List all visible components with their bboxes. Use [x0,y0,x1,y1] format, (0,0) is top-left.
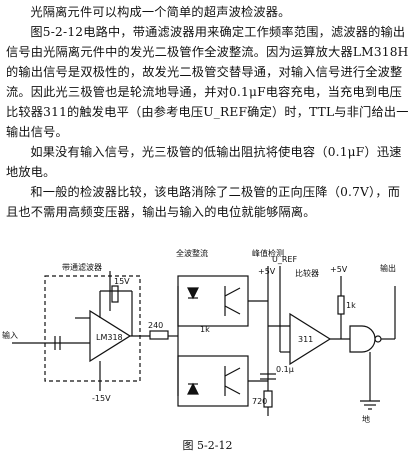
label-fullwave: 全波整流 [176,248,208,258]
label-r240: 240 [148,321,163,330]
label-minus15v: -15V [92,394,111,403]
label-bandpass: 带通滤波器 [62,262,102,272]
label-ground: 地 [362,414,370,424]
label-lm318: LM318 [96,333,123,342]
label-cap: 0.1μ [276,365,294,374]
paragraph-comparison: 和一般的检波器比较，该电路消除了二极管的正向压降（0.7V），而且也不需用高频变… [6,185,401,219]
paragraph-no-input: 如果没有输入信号，光三极管的低输出阻抗将使电容（0.1μF）迅速地放电。 [6,145,402,179]
label-plus5v-2: +5V [330,265,348,274]
opamp-lm318 [89,309,132,363]
paragraph-circuit-description: 图5-2-12电路中，带通滤波器用来确定工作频率范围，滤波器的输出信号由光隔离元… [6,25,409,139]
label-311: 311 [298,335,313,344]
label-uref: U_REF [272,255,297,264]
label-peak: 峰值检测 [252,248,284,258]
label-15v: 15V [114,277,130,286]
label-r720: 720 [252,397,267,406]
optocoupler-bottom [177,355,249,407]
label-output: 输出 [380,263,396,273]
label-plus5v-1: +5V [258,267,276,276]
comparator-311 [289,312,332,366]
nand-gate [349,325,376,353]
paragraph-intro: 光隔离元件可以构成一个简单的超声波检波器。 [30,5,291,19]
label-r1k-a: 1k [200,325,210,334]
figure-caption: 图 5-2-12 [182,439,233,452]
label-comparator: 比较器 [295,268,319,278]
optocoupler-top [177,275,249,327]
label-input: 输入 [2,330,18,340]
bandpass-filter-box [44,275,141,382]
circuit-diagram: 带通滤波器 全波整流 峰值检测 比较器 输出 输入 U_REF +5V +5V … [2,248,396,424]
document-body: 光隔离元件可以构成一个简单的超声波检波器。 图5-2-12电路中，带通滤波器用来… [6,2,409,222]
label-r1k-b: 1k [346,301,356,310]
